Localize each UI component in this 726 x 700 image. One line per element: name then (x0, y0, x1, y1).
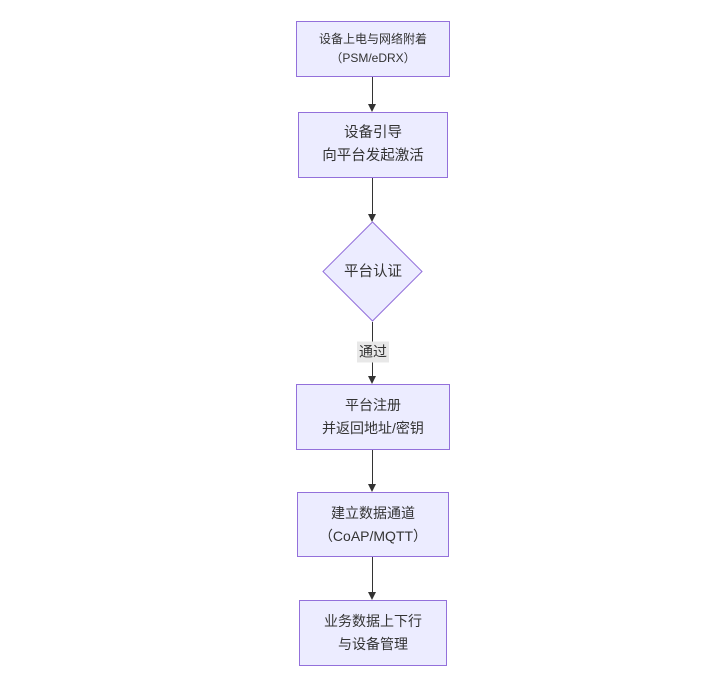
arrow-down-icon (368, 376, 376, 384)
node-label-line: 与设备管理 (338, 636, 408, 652)
node-label-line: （PSM/eDRX） (330, 51, 416, 65)
node-device-bootstrap: 设备引导 向平台发起激活 (298, 112, 448, 178)
arrow-down-icon (368, 214, 376, 222)
decision-label: 平台认证 (344, 264, 402, 280)
flow-connector-d-e (372, 450, 373, 485)
node-label-line: 建立数据通道 (331, 504, 415, 521)
node-label-line: 设备上电与网络附着 (318, 32, 427, 46)
node-label-line: 向平台发起激活 (322, 148, 424, 164)
edge-label-pass: 通过 (357, 341, 389, 363)
node-label-line: 设备引导 (344, 125, 402, 141)
node-label-line: 并返回地址/密钥 (322, 420, 424, 436)
flow-connector-a-b (372, 77, 373, 105)
flow-connector-b-c (372, 178, 373, 215)
node-device-power-on: 设备上电与网络附着 （PSM/eDRX） (296, 21, 450, 77)
flow-connector-e-f (372, 557, 373, 593)
node-label-line: （CoAP/MQTT） (318, 527, 428, 544)
arrow-down-icon (368, 484, 376, 492)
node-platform-register: 平台注册 并返回地址/密钥 (296, 384, 450, 450)
node-data-channel: 建立数据通道 （CoAP/MQTT） (297, 492, 449, 557)
arrow-down-icon (368, 104, 376, 112)
node-label-line: 业务数据上下行 (324, 613, 422, 629)
arrow-down-icon (368, 592, 376, 600)
node-business-data: 业务数据上下行 与设备管理 (299, 600, 447, 666)
node-label-line: 平台注册 (345, 397, 401, 413)
